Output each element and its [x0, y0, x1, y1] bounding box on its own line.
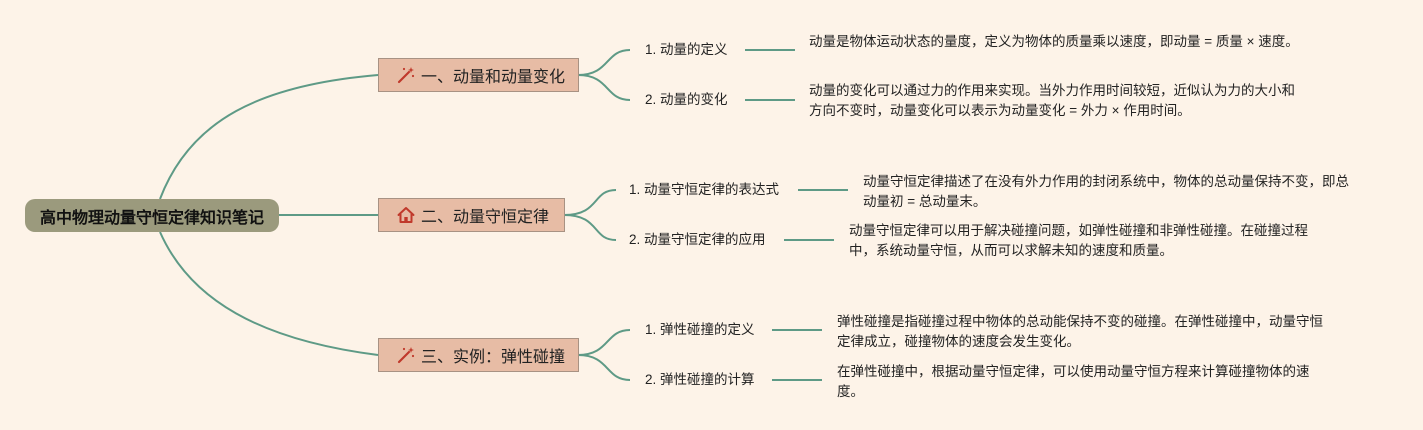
note-text: 在弹性碰撞中，根据动量守恒定律，可以使用动量守恒方程来计算碰撞物体的速度。 [837, 364, 1310, 399]
link-topic-2-item-1 [563, 189, 617, 216]
link-topic-3-item-1 [577, 329, 631, 356]
magic-wand-icon [397, 347, 415, 364]
link-topic-1-item-2 [577, 74, 631, 101]
topic-label: 二、动量守恒定律 [421, 209, 550, 226]
subtopic-node[interactable]: 2. 动量守恒定律的应用 [629, 232, 766, 247]
subtopic-node[interactable]: 2. 动量的变化 [645, 92, 728, 107]
link-topic-1-item-1 [577, 49, 631, 76]
subtopic-node[interactable]: 1. 弹性碰撞的定义 [645, 322, 755, 337]
topic-label: 三、实例：弹性碰撞 [421, 349, 566, 366]
note-text: 动量守恒定律可以用于解决碰撞问题，如弹性碰撞和非弹性碰撞。在碰撞过程中，系统动量… [849, 223, 1308, 258]
topic-node-1[interactable]: 一、动量和动量变化 [378, 58, 579, 92]
topic-label: 一、动量和动量变化 [421, 69, 566, 86]
root-title: 高中物理动量守恒定律知识笔记 [39, 209, 264, 227]
root-node[interactable]: 高中物理动量守恒定律知识笔记 [25, 199, 279, 232]
subtopic-node[interactable]: 1. 动量的定义 [645, 42, 728, 57]
note-text: 动量是物体运动状态的量度，定义为物体的质量乘以速度，即动量 = 质量 × 速度。 [809, 34, 1299, 49]
subtopic-node[interactable]: 2. 弹性碰撞的计算 [645, 372, 755, 387]
topic-node-3[interactable]: 三、实例：弹性碰撞 [378, 338, 579, 372]
link-topic-2-item-2 [563, 214, 617, 241]
link-topic-3-item-2 [577, 354, 631, 381]
home-icon [397, 207, 415, 223]
note-text: 动量的变化可以通过力的作用来实现。当外力作用时间较短，近似认为力的大小和方向不变… [809, 83, 1295, 118]
subtopic-node[interactable]: 1. 动量守恒定律的表达式 [629, 182, 780, 197]
link-root-topic-3 [159, 231, 379, 356]
magic-wand-icon [397, 67, 415, 84]
note-text: 动量守恒定律描述了在没有外力作用的封闭系统中，物体的总动量保持不变，即总动量初 … [863, 174, 1349, 209]
note-text: 弹性碰撞是指碰撞过程中物体的总动能保持不变的碰撞。在弹性碰撞中，动量守恒定律成立… [837, 314, 1323, 349]
link-root-topic-1 [159, 74, 379, 200]
topic-node-2[interactable]: 二、动量守恒定律 [378, 198, 565, 232]
